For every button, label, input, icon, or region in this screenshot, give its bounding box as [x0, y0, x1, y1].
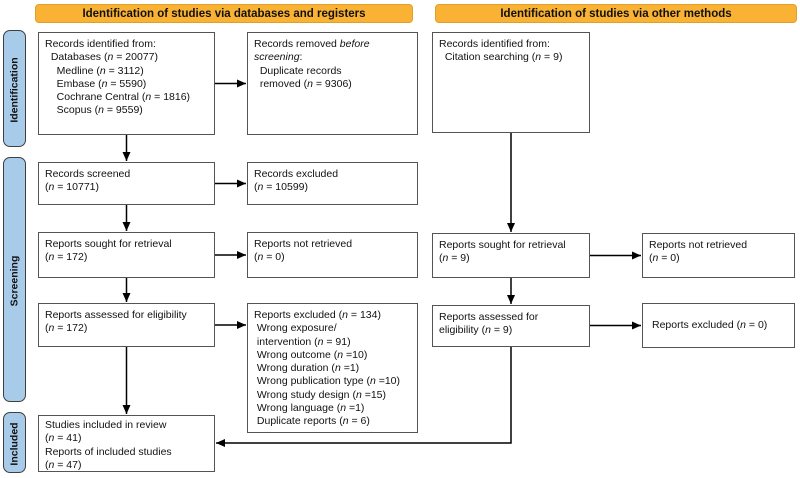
stage-included-label: Included [8, 421, 20, 466]
header-other-methods-label: Identification of studies via other meth… [500, 7, 732, 20]
box-records-screened-text: Records screened (n = 10771) [45, 168, 131, 194]
box-reports-not-retrieved-databases: Reports not retrieved (n = 0) [247, 232, 418, 278]
box-reports-excluded-other-text: Reports excluded (n = 0) [652, 318, 768, 331]
box-reports-excluded-reasons: Reports excluded (n = 134) Wrong exposur… [247, 303, 418, 433]
box-reports-not-retrieved-other-text: Reports not retrieved (n = 0) [649, 239, 748, 265]
box-records-identified-other: Records identified from: Citation search… [432, 32, 590, 133]
box-records-excluded-text: Records excluded (n = 10599) [254, 168, 339, 194]
box-records-identified-databases-text: Records identified from: Databases (n = … [45, 38, 191, 117]
box-reports-excluded-other: Reports excluded (n = 0) [642, 303, 795, 348]
box-reports-assessed-databases-text: Reports assessed for eligibility (n = 17… [45, 309, 187, 335]
stage-identification-label: Identification [8, 56, 20, 123]
box-reports-assessed-other-text: Reports assessed for eligibility (n = 9) [439, 311, 539, 337]
box-reports-sought-databases: Reports sought for retrieval (n = 172) [38, 232, 215, 278]
box-records-removed-before-screening-text: Records removed before screening: Duplic… [254, 38, 370, 90]
box-records-removed-before-screening: Records removed before screening: Duplic… [247, 32, 418, 135]
box-records-screened: Records screened (n = 10771) [38, 162, 215, 205]
stage-identification: Identification [3, 30, 26, 147]
header-databases-registers: Identification of studies via databases … [35, 4, 413, 23]
box-studies-included: Studies included in review (n = 41) Repo… [38, 415, 215, 472]
stage-screening-label: Screening [8, 255, 20, 306]
box-reports-sought-other-text: Reports sought for retrieval (n = 9) [439, 239, 566, 265]
box-reports-not-retrieved-databases-text: Reports not retrieved (n = 0) [254, 238, 353, 264]
header-other-methods: Identification of studies via other meth… [435, 4, 797, 23]
box-reports-not-retrieved-other: Reports not retrieved (n = 0) [642, 233, 795, 278]
box-records-excluded: Records excluded (n = 10599) [247, 162, 418, 205]
box-records-identified-databases: Records identified from: Databases (n = … [38, 32, 215, 135]
box-reports-excluded-reasons-text: Reports excluded (n = 134) Wrong exposur… [254, 309, 401, 428]
stage-screening: Screening [3, 157, 26, 402]
header-databases-registers-label: Identification of studies via databases … [82, 7, 366, 20]
stage-included: Included [3, 412, 26, 473]
box-reports-assessed-other: Reports assessed for eligibility (n = 9) [432, 305, 590, 347]
box-studies-included-text: Studies included in review (n = 41) Repo… [45, 419, 172, 471]
box-reports-sought-databases-text: Reports sought for retrieval (n = 172) [45, 238, 172, 264]
box-reports-assessed-databases: Reports assessed for eligibility (n = 17… [38, 303, 215, 347]
box-reports-sought-other: Reports sought for retrieval (n = 9) [432, 233, 590, 278]
box-records-identified-other-text: Records identified from: Citation search… [439, 38, 563, 64]
